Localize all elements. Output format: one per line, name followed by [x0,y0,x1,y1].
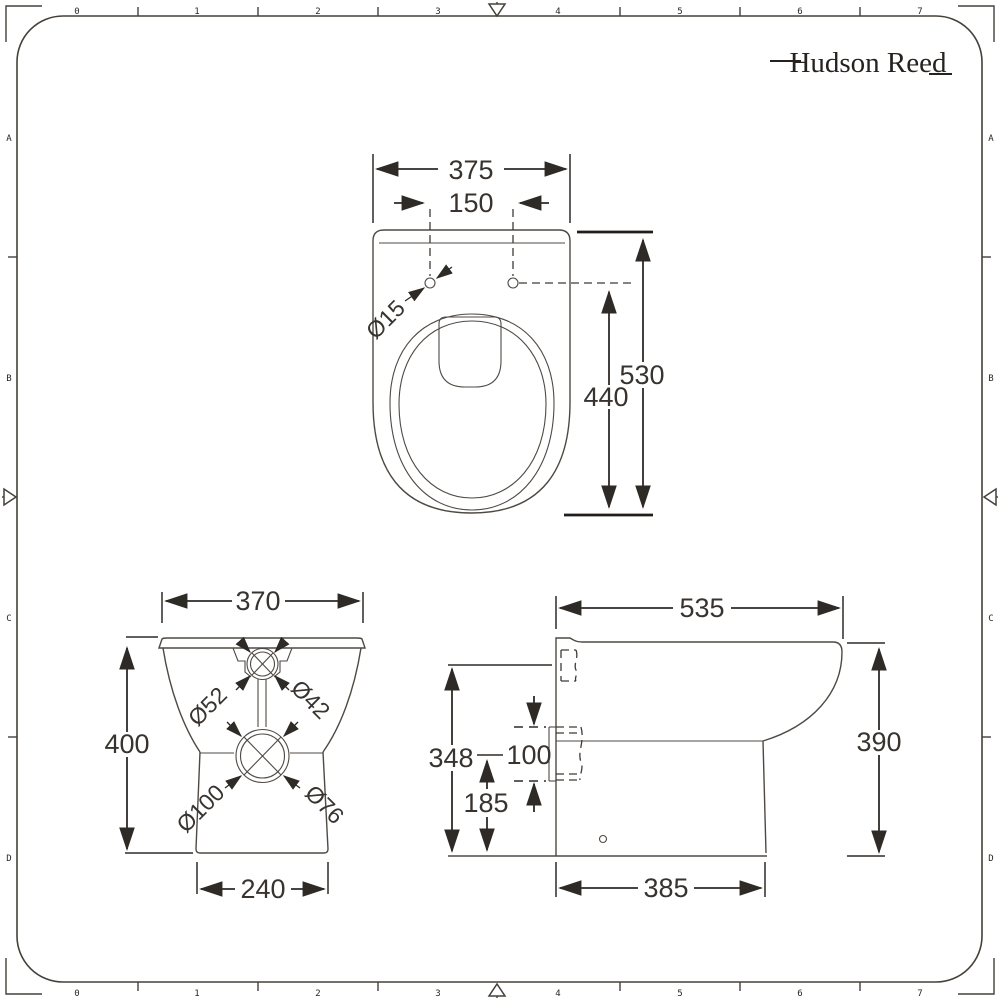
center-mark-right [982,487,997,507]
dim-outlet-pipe-span: 100 [506,740,551,770]
ruler-bottom-1: 1 [194,989,199,999]
center-mark-top [487,3,507,18]
dim-base-width: 240 [240,874,285,904]
dim-outlet-boss: Ø100 [171,779,229,837]
dim-outlet-height: 185 [463,788,508,818]
ruler-left-c: C [6,614,11,624]
corner-mark-bottom-left [5,958,42,995]
ruler-bottom-6: 6 [797,989,802,999]
ruler-top-3: 3 [435,7,440,17]
brand-name: Hudson Reed [789,47,947,79]
side-view-drawing: 535 390 348 185 100 385 [428,593,901,903]
center-mark-left [3,487,18,507]
ruler-right-c: C [988,614,993,624]
dim-hole-diameter: Ø15 [361,295,410,344]
ruler-left-a: A [6,134,12,144]
pedestal-outline [195,751,329,854]
ruler-right-d: D [988,854,993,864]
ruler-bottom-3: 3 [435,989,440,999]
outlet-hole-outer [235,728,290,784]
ruler-right: A B C D [982,134,998,864]
ruler-bottom-0: 0 [74,989,79,999]
dim-outlet-hole: Ø76 [300,780,349,829]
dim-front-overall-height: 400 [104,729,149,759]
rim-slab [158,637,366,649]
ruler-bottom-5: 5 [677,989,682,999]
center-mark-bottom [487,982,507,997]
bowl-opening [398,320,547,499]
outlet-break-line [579,726,583,781]
dim-inlet-boss: Ø52 [183,682,232,731]
dim-top-overall-depth: 530 [619,360,664,390]
ruler-bottom-7: 7 [917,989,922,999]
fixing-hole-left [424,277,436,289]
corner-mark-bottom-right [958,958,995,995]
ruler-top-2: 2 [315,7,320,17]
dim-inlet-height: 348 [428,743,473,773]
pan-profile [555,637,843,856]
dim-side-overall-depth: 535 [679,593,724,623]
inlet-hole-outer [246,647,279,681]
pedestal-fixing-hole [598,834,608,844]
ruler-left-d: D [6,854,11,864]
corner-mark-top-left [5,5,42,42]
dim-holes-to-front: 440 [583,382,628,412]
seat-outer-ring [389,313,555,511]
front-view-drawing: Ø52 Ø42 Ø100 Ø76 370 400 240 [104,586,366,904]
ruler-top-0: 0 [74,7,79,17]
ruler-top: 0 1 2 3 4 5 6 7 [74,2,923,18]
inlet-hole-inner [249,651,276,677]
ruler-top-1: 1 [194,7,199,17]
dim-hole-spacing: 150 [448,188,493,218]
pan-outline-plan [372,229,571,514]
ruler-left: A B C D [2,134,18,864]
ruler-left-b: B [6,374,11,384]
ruler-right-a: A [988,134,994,144]
dim-front-overall-width: 370 [235,586,280,616]
seat-hinge-recess [438,316,502,388]
ruler-bottom-2: 2 [315,989,320,999]
dim-inlet-hole: Ø42 [286,675,335,724]
fixing-hole-right [507,277,519,289]
dim-side-overall-height: 390 [856,727,901,757]
dim-top-overall-width: 375 [448,155,493,185]
dim-base-depth: 385 [643,873,688,903]
top-view-drawing: Ø15 375 150 440 530 [361,154,665,517]
ruler-right-b: B [988,374,993,384]
ruler-bottom-4: 4 [555,989,560,999]
brand-logo: Hudson Reed [770,47,952,79]
corner-mark-top-right [958,5,995,42]
ruler-bottom: 0 1 2 3 4 5 6 7 [74,982,923,999]
ruler-top-4: 4 [555,7,560,17]
outlet-hole-inner [239,733,286,779]
ruler-top-5: 5 [677,7,682,17]
ruler-top-7: 7 [917,7,922,17]
ruler-top-6: 6 [797,7,802,17]
inlet-break-line [574,649,578,682]
